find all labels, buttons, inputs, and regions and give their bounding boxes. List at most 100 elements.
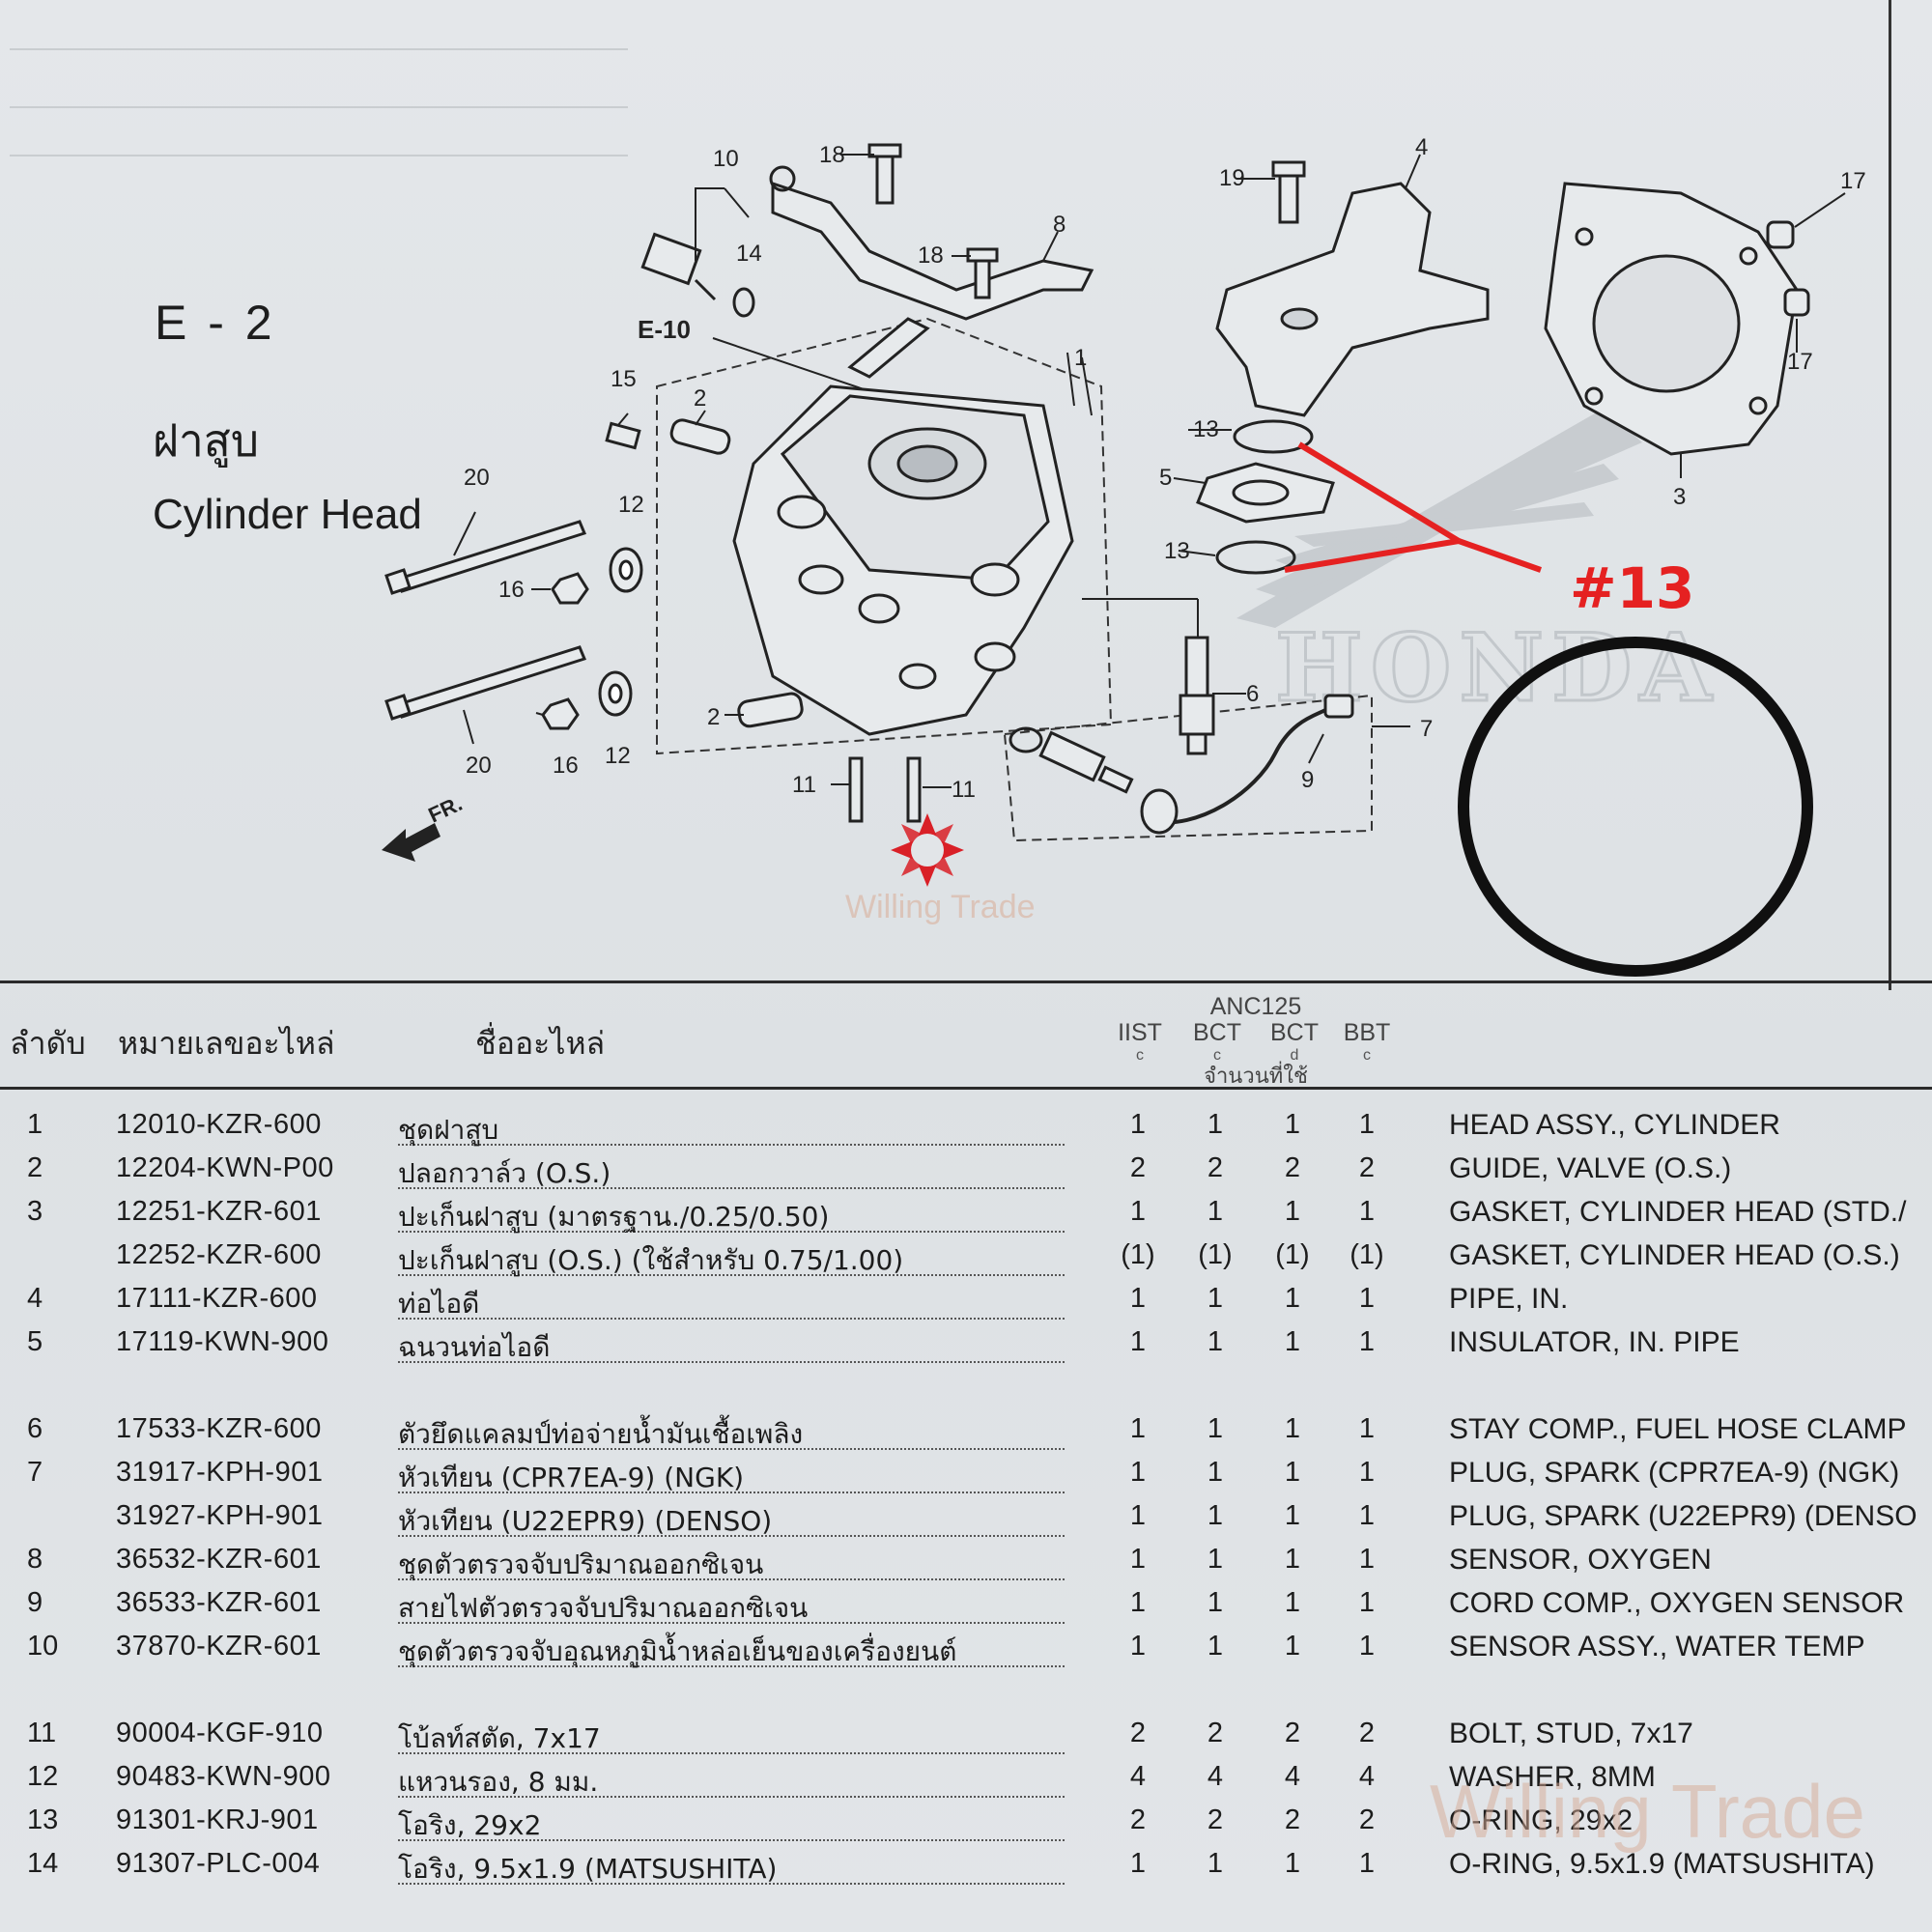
row-name-thai: ชุดตัวตรวจจับปริมาณออกซิเจน bbox=[398, 1544, 1065, 1586]
row-qty-4: 1 bbox=[1358, 1587, 1376, 1618]
row-qty-3: 1 bbox=[1284, 1631, 1301, 1662]
row-qty-2: 1 bbox=[1207, 1196, 1224, 1227]
callout-20a: 20 bbox=[464, 465, 490, 491]
row-qty-2: 1 bbox=[1207, 1544, 1224, 1575]
row-qty-1: 1 bbox=[1129, 1326, 1147, 1357]
row-qty-2: 1 bbox=[1207, 1848, 1224, 1879]
row-part-number: 17533-KZR-600 bbox=[116, 1413, 322, 1444]
row-name-english: PLUG, SPARK (CPR7EA-9) (NGK) bbox=[1449, 1457, 1900, 1489]
row-qty-4: (1) bbox=[1350, 1239, 1384, 1270]
row-qty-3: 1 bbox=[1284, 1587, 1301, 1618]
row-qty-2: 2 bbox=[1207, 1718, 1224, 1748]
front-label: FR. bbox=[425, 791, 467, 828]
row-qty-3: 1 bbox=[1284, 1326, 1301, 1357]
header-name: ชื่ออะไหล่ bbox=[475, 1025, 606, 1062]
header-model: ANC125 bbox=[1209, 993, 1302, 1020]
row-ref-no: 8 bbox=[27, 1544, 43, 1575]
row-qty-3: 1 bbox=[1284, 1457, 1301, 1488]
callout-9: 9 bbox=[1301, 767, 1314, 793]
row-qty-1: 1 bbox=[1129, 1457, 1147, 1488]
row-part-number: 90483-KWN-900 bbox=[116, 1761, 331, 1792]
row-ref-no: 12 bbox=[27, 1761, 59, 1792]
row-name-thai: สายไฟตัวตรวจจับปริมาณออกซิเจน bbox=[398, 1587, 1065, 1630]
row-ref-no: 9 bbox=[27, 1587, 43, 1618]
row-qty-1: 1 bbox=[1129, 1631, 1147, 1662]
row-part-number: 91301-KRJ-901 bbox=[116, 1804, 319, 1835]
row-qty-2: 2 bbox=[1207, 1804, 1224, 1835]
row-qty-4: 1 bbox=[1358, 1848, 1376, 1879]
callout-6: 8 bbox=[1053, 212, 1065, 238]
row-name-english: O-RING, 9.5x1.9 (MATSUSHITA) bbox=[1449, 1848, 1875, 1880]
table-row: 31927-KPH-901 หัวเทียน (U22EPR9) (DENSO) 1… bbox=[0, 1500, 1932, 1543]
row-ref-no: 13 bbox=[27, 1804, 59, 1835]
row-qty-1: 1 bbox=[1129, 1196, 1147, 1227]
row-qty-3: 1 bbox=[1284, 1848, 1301, 1879]
row-qty-2: 1 bbox=[1207, 1500, 1224, 1531]
row-qty-1: 1 bbox=[1129, 1500, 1147, 1531]
row-part-number: 17111-KZR-600 bbox=[116, 1283, 318, 1314]
row-part-number: 31917-KPH-901 bbox=[116, 1457, 324, 1488]
row-ref-no: 6 bbox=[27, 1413, 43, 1444]
row-qty-4: 2 bbox=[1358, 1152, 1376, 1183]
callout-3: 3 bbox=[1673, 484, 1686, 510]
row-name-thai: ชุดตัวตรวจจับอุณหภูมิน้ำหล่อเย็นของเครื่… bbox=[398, 1631, 1065, 1673]
row-name-thai-text: ชุดตัวตรวจจับอุณหภูมิน้ำหล่อเย็นของเครื่… bbox=[398, 1635, 957, 1667]
row-name-thai-text: ปะเก็นฝาสูบ (มาตรฐาน./0.25/0.50) bbox=[398, 1201, 830, 1233]
callout-11a: 11 bbox=[792, 772, 816, 798]
row-name-english: SENSOR ASSY., WATER TEMP bbox=[1449, 1631, 1865, 1662]
row-qty-4: 1 bbox=[1358, 1326, 1376, 1357]
row-qty-2: 1 bbox=[1207, 1587, 1224, 1618]
section-code: E - 2 bbox=[155, 296, 276, 350]
header-part-no: หมายเลขอะไหล่ bbox=[118, 1025, 335, 1062]
row-qty-1: 1 bbox=[1129, 1109, 1147, 1140]
row-name-thai: โอริง, 9.5x1.9 (MATSUSHITA) bbox=[398, 1848, 1065, 1890]
row-name-thai: ปะเก็นฝาสูบ (มาตรฐาน./0.25/0.50) bbox=[398, 1196, 1065, 1238]
row-name-thai-text: ปะเก็นฝาสูบ (O.S.) (ใช้สำหรับ 0.75/1.00) bbox=[398, 1244, 904, 1276]
row-qty-1: 1 bbox=[1129, 1544, 1147, 1575]
row-qty-4: 1 bbox=[1358, 1196, 1376, 1227]
row-name-thai: ปลอกวาล์ว (O.S.) bbox=[398, 1152, 1065, 1195]
row-qty-1: (1) bbox=[1121, 1239, 1155, 1270]
row-part-number: 90004-KGF-910 bbox=[116, 1718, 324, 1748]
row-qty-2: 1 bbox=[1207, 1631, 1224, 1662]
row-qty-1: 1 bbox=[1129, 1413, 1147, 1444]
row-name-thai-text: หัวเทียน (U22EPR9) (DENSO) bbox=[398, 1505, 773, 1537]
row-qty-3: 1 bbox=[1284, 1283, 1301, 1314]
callout-19: 19 bbox=[1219, 165, 1245, 191]
row-qty-1: 2 bbox=[1129, 1804, 1147, 1835]
row-name-thai-text: โอริง, 9.5x1.9 (MATSUSHITA) bbox=[398, 1853, 778, 1885]
row-part-number: 31927-KPH-901 bbox=[116, 1500, 324, 1531]
ref-label-e10: E-10 bbox=[638, 315, 691, 344]
row-qty-3: 1 bbox=[1284, 1500, 1301, 1531]
row-qty-3: 1 bbox=[1284, 1109, 1301, 1140]
row-name-english: GUIDE, VALVE (O.S.) bbox=[1449, 1152, 1732, 1184]
row-name-thai-text: โบ้ลท์สตัด, 7x17 bbox=[398, 1722, 601, 1754]
row-name-thai-text: ชุดตัวตรวจจับปริมาณออกซิเจน bbox=[398, 1548, 764, 1580]
row-name-english: GASKET, CYLINDER HEAD (STD./ bbox=[1449, 1196, 1907, 1228]
row-qty-3: 4 bbox=[1284, 1761, 1301, 1792]
table-top-rule bbox=[0, 980, 1932, 983]
row-name-english: GASKET, CYLINDER HEAD (O.S.) bbox=[1449, 1239, 1900, 1271]
watermark-logo-icon-small bbox=[891, 813, 964, 887]
row-qty-2: 1 bbox=[1207, 1413, 1224, 1444]
callout-20b: 20 bbox=[466, 753, 492, 779]
row-qty-1: 1 bbox=[1129, 1283, 1147, 1314]
callout-2a: 2 bbox=[694, 385, 706, 412]
faint-previous-section bbox=[10, 10, 628, 156]
row-name-english: O-RING, 29x2 bbox=[1449, 1804, 1634, 1836]
row-qty-2: 1 bbox=[1207, 1457, 1224, 1488]
row-name-thai: โอริง, 29x2 bbox=[398, 1804, 1065, 1847]
row-name-english: WASHER, 8MM bbox=[1449, 1761, 1656, 1793]
row-qty-1: 2 bbox=[1129, 1152, 1147, 1183]
row-qty-1: 1 bbox=[1129, 1587, 1147, 1618]
